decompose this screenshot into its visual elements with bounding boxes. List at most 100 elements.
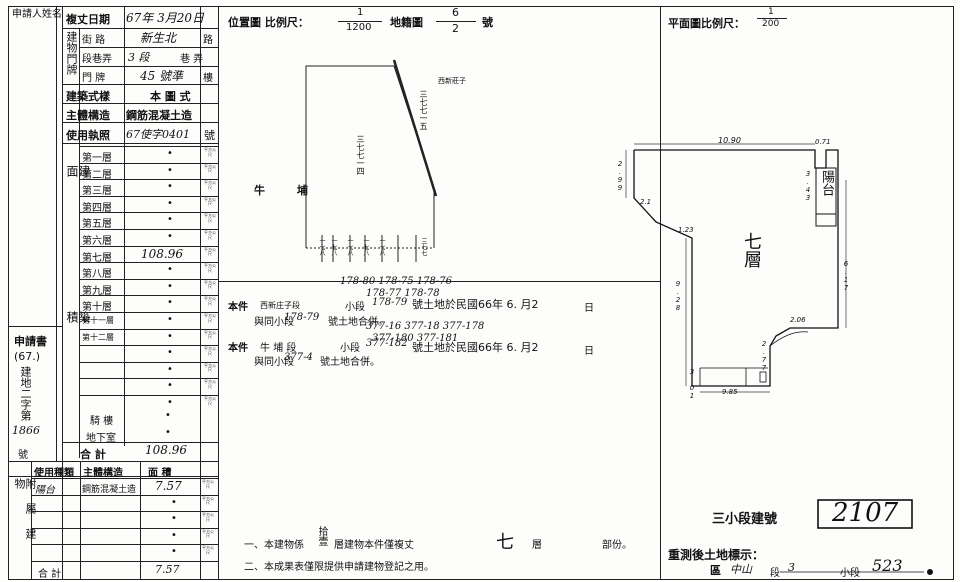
- plan-title: 平面圖比例尺：: [668, 17, 745, 30]
- balcony-value: •: [165, 410, 171, 421]
- grid-line: [218, 6, 219, 580]
- unit-stamp: 平方公尺: [202, 495, 214, 506]
- grid-line: [140, 461, 141, 580]
- accessory-use: 陽台: [35, 485, 55, 496]
- application-line-3: 號: [18, 450, 28, 461]
- unit-stamp: 平方公尺: [204, 346, 216, 356]
- grid-line: [62, 103, 218, 104]
- footer-note1-a: 一、本建物係: [244, 540, 304, 551]
- dim-east: 6.17: [842, 260, 850, 292]
- unit-stamp: 平方公尺: [204, 230, 216, 240]
- parcel-number-value: 523: [872, 556, 903, 575]
- plan-scale-den: 200: [762, 19, 780, 29]
- unit-stamp: 平方公尺: [204, 213, 216, 223]
- road-label: 牛 埔: [254, 184, 322, 197]
- location-map-title: 位置圖 比例尺：: [228, 16, 309, 29]
- parcel-number: 三七七: [420, 238, 427, 256]
- handwritten-parcels-a: 178-80 178-75 178-76: [340, 276, 452, 287]
- note3-place: 牛 埔 段: [260, 343, 297, 354]
- floor-row: 第十層•平方公尺: [79, 295, 218, 313]
- door-label: 門 牌: [82, 73, 106, 84]
- dim-corner: 2.06: [790, 316, 806, 324]
- street-suffix: 路: [203, 35, 213, 46]
- grid-line: [62, 28, 218, 29]
- handwritten-parcels-b: 178-77 178-78: [366, 288, 440, 299]
- floor-row: 第四層 • 平方公尺: [79, 195, 218, 214]
- accessory-col-use: 使用種類: [34, 468, 74, 479]
- floor-label: 第七層: [82, 252, 112, 264]
- license-label: 使用執照: [66, 129, 110, 142]
- scale-fraction-line: [338, 21, 382, 22]
- note3-prefix: 本件: [228, 343, 248, 354]
- floor-row: •平方公尺: [79, 395, 218, 412]
- accessory-area: •: [171, 546, 177, 558]
- grid-line: [660, 6, 661, 580]
- total-value: 108.96: [145, 443, 187, 457]
- grid-line: [79, 66, 218, 67]
- unit-stamp: 平方公尺: [204, 263, 216, 273]
- street-label: 街 路: [82, 35, 106, 46]
- floor-label: 第六層: [82, 236, 112, 247]
- note1-sub: 小段: [345, 302, 365, 313]
- grid-line: [62, 6, 63, 580]
- accessory-area: •: [171, 529, 177, 541]
- parcel-a-label: 三七七一四: [356, 135, 365, 175]
- unit-stamp: 平方公尺: [204, 196, 216, 207]
- grid-line: [79, 28, 80, 458]
- floor-plan-outline: [633, 149, 839, 387]
- grid-line: [79, 47, 218, 48]
- lane-value: 3 段: [128, 51, 150, 64]
- note3-end: 日: [584, 346, 594, 357]
- accessory-row: • 平方公尺: [31, 494, 218, 512]
- door-suffix: 樓: [203, 73, 213, 84]
- note1-end: 日: [584, 303, 594, 314]
- grid-line: [8, 476, 218, 477]
- lane-label: 段巷弄: [82, 54, 112, 65]
- application-line-1: 建地二字第: [19, 366, 32, 421]
- footer-note1-d: 部份。: [602, 540, 632, 551]
- floor-area: •: [167, 164, 173, 176]
- resurvey-label: 重測後土地標示：: [668, 548, 765, 562]
- accessory-block-label: 附屬建物: [13, 478, 37, 553]
- accessory-area: •: [171, 496, 177, 508]
- grid-line: [31, 461, 32, 580]
- accessory-total-label: 合 計: [38, 569, 62, 580]
- dimension-lines: [625, 143, 847, 393]
- building-style-value: 本 圖 式: [150, 90, 191, 103]
- grid-line: [62, 84, 218, 85]
- handwritten-parcels-d: 377-180 377-181: [372, 333, 459, 344]
- grid-line: [62, 143, 218, 144]
- sub-section-label: 小段: [840, 568, 860, 579]
- footer-note1-c: 層: [532, 540, 542, 551]
- accessory-total-value: 7.57: [155, 563, 180, 576]
- floor-area: •: [167, 314, 173, 325]
- floor-row: 第十二層•平方公尺: [79, 328, 218, 346]
- door-value: 45 號準: [140, 69, 184, 83]
- floor-row: 第十一層•平方公尺: [79, 312, 218, 329]
- accessory-row: •平方公尺: [31, 544, 218, 561]
- floor-area: •: [167, 197, 173, 209]
- floor-area: •: [167, 297, 173, 309]
- floor-area: •: [167, 330, 173, 342]
- plan-scale-line: [757, 18, 787, 19]
- balcony-label: 騎 樓: [90, 416, 114, 427]
- building-area-label: 建 築 面 積: [65, 165, 91, 383]
- note3-number: 377-182: [366, 338, 408, 349]
- sheet-num: 6: [452, 6, 459, 19]
- floor-area: •: [167, 380, 173, 392]
- dim-notch: 2.1: [640, 198, 652, 206]
- floor-area: •: [167, 148, 173, 159]
- license-value: 67使字0401: [126, 128, 190, 141]
- note3-sub: 小段: [340, 343, 360, 354]
- floor-row: 第九層•平方公尺: [79, 278, 218, 297]
- note3-text: 號土地於民國66年 6. 月2: [412, 341, 539, 354]
- sheet-label: 地籍圖: [390, 16, 423, 29]
- total-label: 合 計: [80, 448, 106, 461]
- plan-balcony-label: 陽台: [819, 170, 834, 196]
- floor-row: 第三層•平方公尺: [79, 179, 218, 197]
- unit-stamp: 平方公尺: [204, 163, 216, 174]
- building-number-value: 2107: [832, 498, 899, 528]
- floor-label: 第四層: [82, 202, 112, 214]
- footer-note1-floors: 拾壹: [316, 526, 327, 546]
